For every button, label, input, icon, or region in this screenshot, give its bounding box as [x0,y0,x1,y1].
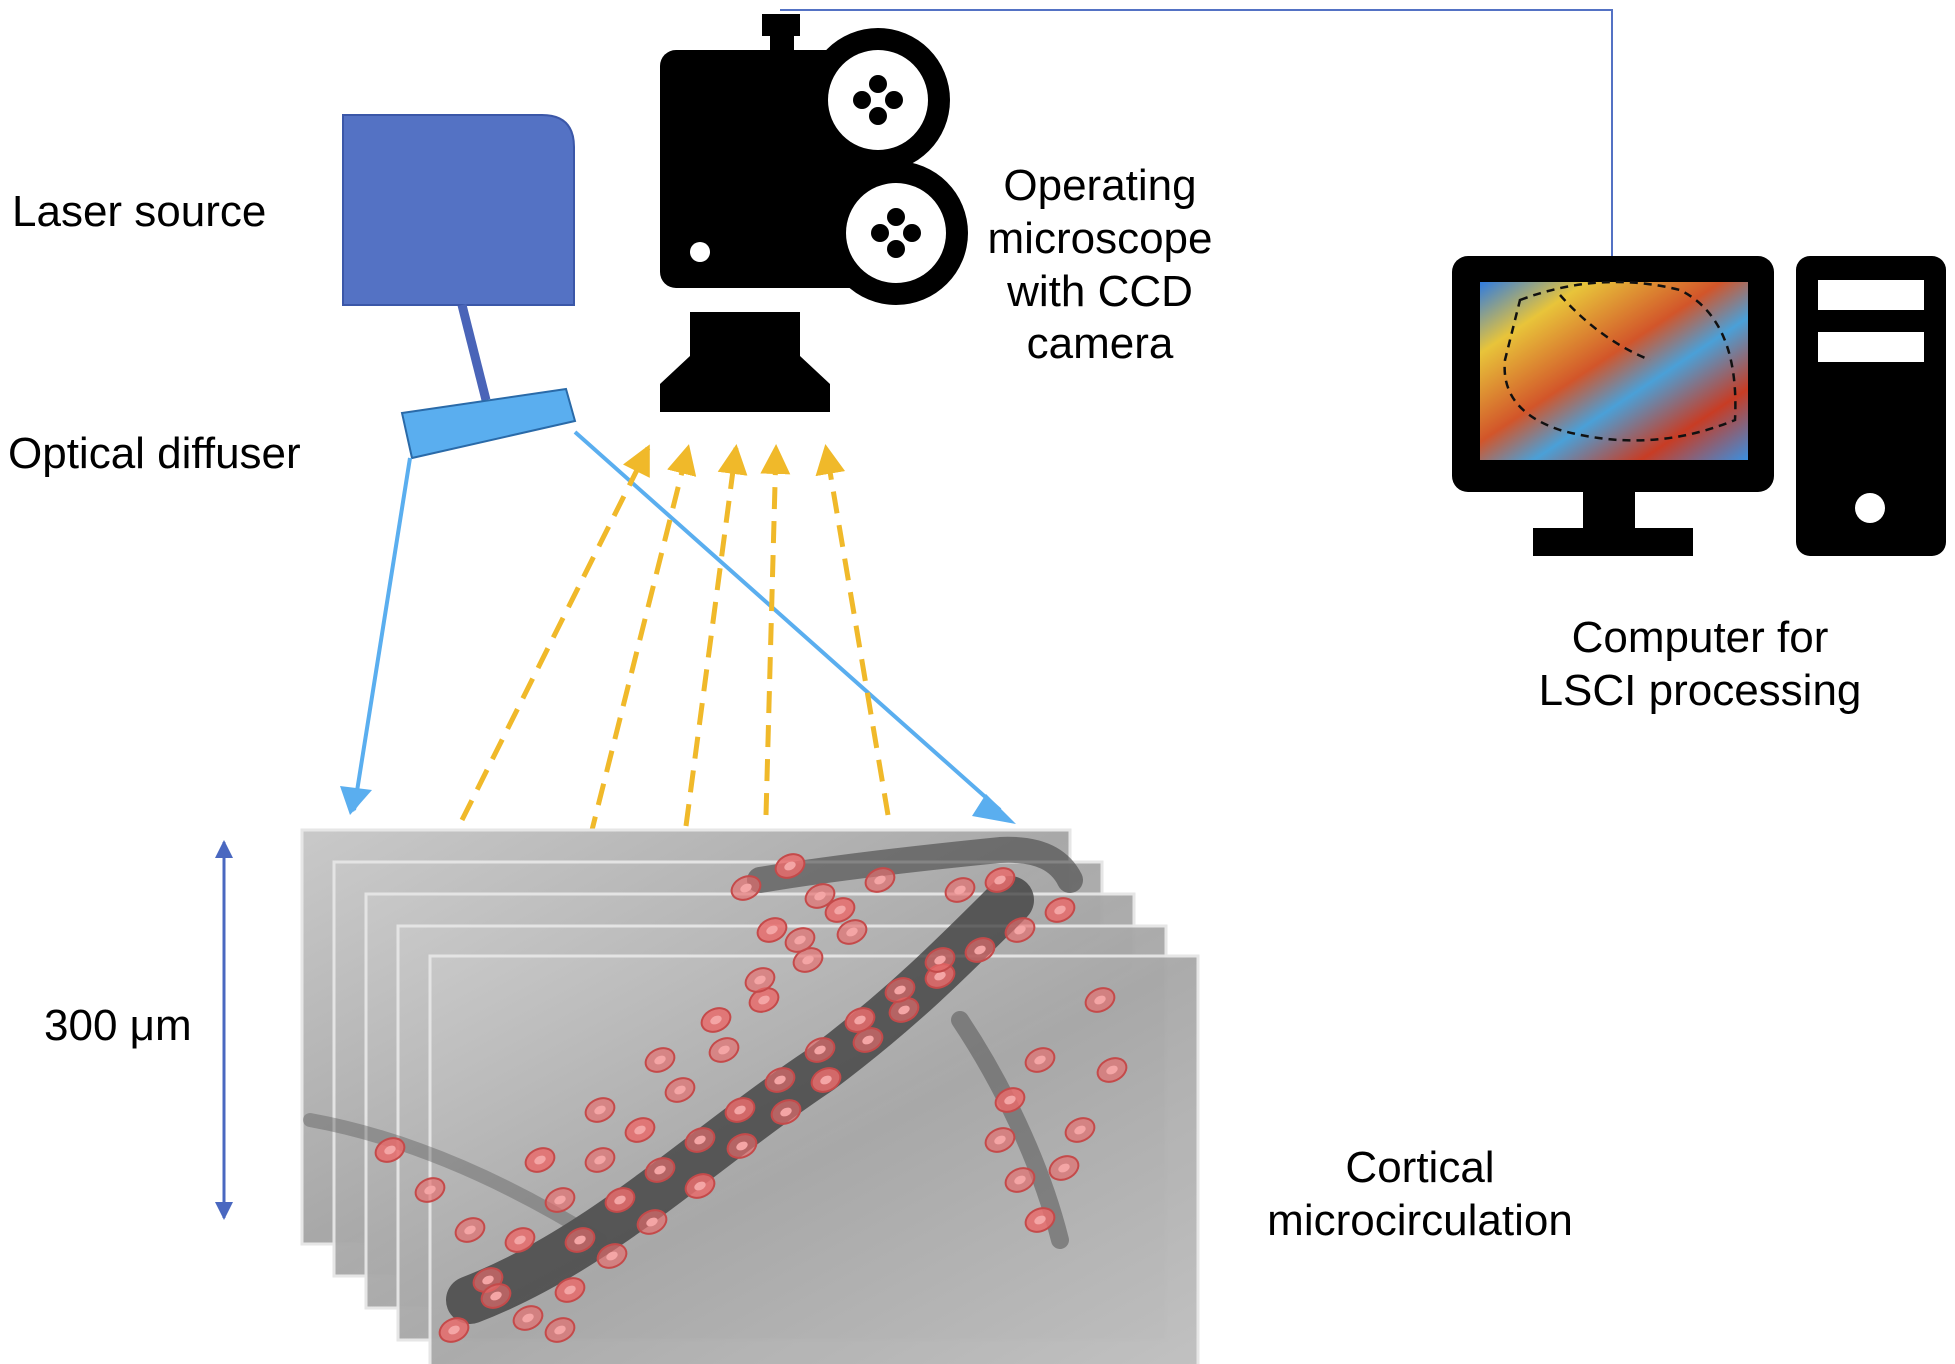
cortical-label-line: Cortical [1345,1143,1495,1192]
red-blood-cell-center [554,1195,566,1205]
optical-diffuser-label: Optical diffuser [8,429,301,478]
laser-beam-left-arrowhead [340,786,372,815]
red-blood-cell-center [934,955,946,965]
red-blood-cell-center [482,1275,494,1285]
red-blood-cell-center [734,1105,746,1115]
red-blood-cell-center [820,1075,832,1085]
red-blood-cell-center [780,1107,792,1117]
red-blood-cell-center [898,1005,910,1015]
red-blood-cell-center [1004,1095,1016,1105]
microscope-label-line: with CCD [1007,266,1193,316]
red-blood-cell-center [1106,1065,1118,1075]
red-blood-cell-center [994,1135,1006,1145]
red-blood-cell-center [522,1313,534,1323]
red-blood-cell-center [490,1291,502,1301]
film-camera-icon [660,14,968,412]
red-blood-cell-center [424,1185,436,1195]
red-blood-cell-center [954,885,966,895]
scatter-arrow-3 [683,444,748,827]
microscope-label: Operating microscope with CCD camera [960,160,1240,371]
red-blood-cell-center [766,925,778,935]
computer-label-line: LSCI processing [1538,665,1862,715]
blood-vessel-branch [747,836,1083,893]
microscope-label-line: Operating [1003,161,1197,210]
red-blood-cell-center [694,1135,706,1145]
scatter-arrow-1 [459,444,651,822]
red-blood-cell-center [554,1325,566,1335]
red-blood-cell-center [740,883,752,893]
red-blood-cell-center [784,861,796,871]
red-blood-cell-center [802,955,814,965]
red-blood-cell-center [534,1155,546,1165]
red-blood-cell-center [464,1225,476,1235]
red-blood-cell-center [994,875,1006,885]
laser-source-box [342,114,575,306]
computer-label: Computer for LSCI processing [1490,612,1910,718]
red-blood-cell-center [710,1015,722,1025]
red-blood-cell-center [634,1125,646,1135]
cortical-label: Cortical microcirculation [1190,1142,1650,1248]
laser-beam-right-arrowhead [972,794,1016,824]
red-blood-cell-center [758,995,770,1005]
red-blood-cell-center [974,945,986,955]
microscope-label-line: camera [1026,319,1174,369]
red-blood-cell-center [862,1035,874,1045]
red-blood-cell-center [846,927,858,937]
desktop-computer-icon [1452,256,1946,556]
optical-diffuser [400,387,577,460]
computer-label-line: Computer for [1571,613,1829,662]
microscope-label-line: microscope [987,213,1213,263]
red-blood-cell-center [1014,1175,1026,1185]
tissue-frame-stack [300,828,1200,1364]
red-blood-cell-center [794,935,806,945]
laser-beam-left [349,457,412,812]
red-blood-cell-center [646,1217,658,1227]
red-blood-cell-center [814,1045,826,1055]
red-blood-cell-center [1054,905,1066,915]
red-blood-cell-center [934,971,946,981]
red-blood-cell-center [1058,1163,1070,1173]
blood-vessel-faint [303,1113,607,1247]
red-blood-cell-center [834,905,846,915]
scatter-arrow-2 [587,444,697,839]
red-blood-cell-center [736,1141,748,1151]
cortical-label-line: microcirculation [1267,1195,1573,1245]
scatter-arrow-5 [815,444,891,816]
red-blood-cell-center [674,1085,686,1095]
red-blood-cell-center [718,1045,730,1055]
red-blood-cell-center [1014,925,1026,935]
red-blood-cell-center [1034,1215,1046,1225]
red-blood-cells [374,853,1128,1343]
red-blood-cell-center [774,1075,786,1085]
red-blood-cell-center [384,1145,396,1155]
red-blood-cell-center [514,1235,526,1245]
red-blood-cell-center [894,985,906,995]
scatter-arrow-4 [760,444,791,816]
red-blood-cell-center [448,1325,460,1335]
laser-beam-right [573,430,1002,812]
red-blood-cell-center [1094,995,1106,1005]
laser-cable [457,303,491,402]
red-blood-cell-center [754,975,766,985]
scale-label: 300 μm [44,1001,192,1050]
red-blood-cell-center [606,1251,618,1261]
red-blood-cell-center [854,1015,866,1025]
red-blood-cell-center [654,1165,666,1175]
red-blood-cell-center [814,891,826,901]
red-blood-cell-center [594,1105,606,1115]
laser-source-label: Laser source [12,187,267,236]
red-blood-cell-center [874,875,886,885]
red-blood-cell-center [614,1195,626,1205]
red-blood-cell-center [574,1235,586,1245]
camera-computer-connector [780,9,1613,256]
red-blood-cell-center [564,1285,576,1295]
red-blood-cell-center [694,1181,706,1191]
scattered-light-arrows [459,444,891,839]
red-blood-cell-center [654,1055,666,1065]
red-blood-cell-center [1074,1125,1086,1135]
red-blood-cell-center [594,1155,606,1165]
red-blood-cell-center [1034,1055,1046,1065]
